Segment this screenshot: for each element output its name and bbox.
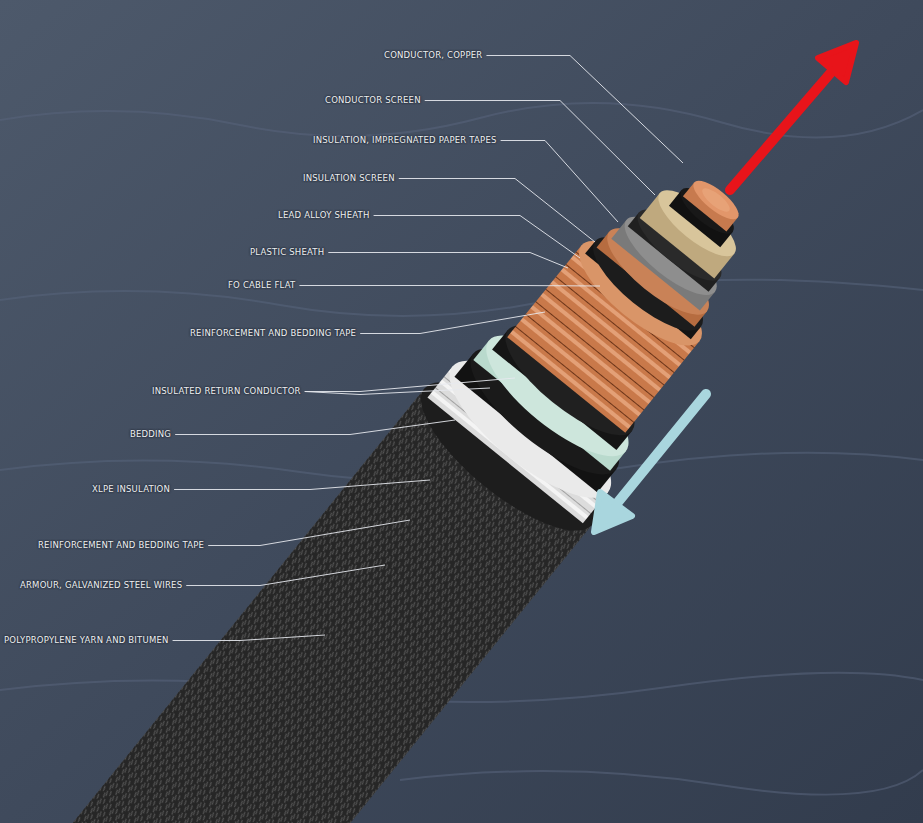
leader-line <box>173 635 325 641</box>
leader-line <box>175 420 455 435</box>
leader-line <box>328 253 568 269</box>
leader-line <box>425 101 655 196</box>
part-label: REINFORCEMENT AND BEDDING TAPE <box>38 540 204 551</box>
part-label: CONDUCTOR SCREEN <box>325 95 421 106</box>
part-label: CONDUCTOR, COPPER <box>384 50 482 61</box>
part-label: BEDDING <box>130 429 171 440</box>
part-label: PLASTIC SHEATH <box>250 247 324 258</box>
leader-line <box>186 565 385 586</box>
part-label: INSULATED RETURN CONDUCTOR <box>152 386 301 397</box>
part-label: XLPE INSULATION <box>92 484 170 495</box>
part-label: INSULATION SCREEN <box>303 173 395 184</box>
leader-line <box>360 312 545 334</box>
leader-line <box>305 388 490 395</box>
leader-line <box>208 520 410 546</box>
direction-arrow <box>730 43 856 190</box>
part-label: ARMOUR, GALVANIZED STEEL WIRES <box>20 580 182 591</box>
part-label: LEAD ALLOY SHEATH <box>278 210 370 221</box>
leader-line <box>486 56 683 164</box>
direction-arrow <box>594 394 706 532</box>
leader-line <box>174 480 430 490</box>
leader-line <box>305 378 515 392</box>
leader-line <box>501 141 618 223</box>
leader-line <box>374 216 580 259</box>
part-label: FO CABLE FLAT <box>228 280 295 291</box>
part-label: INSULATION, IMPREGNATED PAPER TAPES <box>313 135 497 146</box>
leader-line <box>399 179 595 243</box>
leader-line <box>299 285 600 287</box>
part-label: POLYPROPYLENE YARN AND BITUMEN <box>4 635 169 646</box>
part-label: REINFORCEMENT AND BEDDING TAPE <box>190 328 356 339</box>
